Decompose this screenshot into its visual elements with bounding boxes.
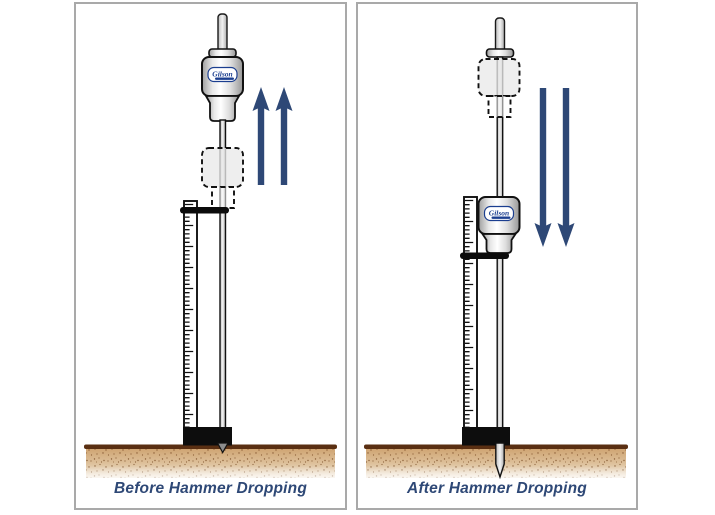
cone-tip <box>216 442 230 454</box>
gilson-logo-badge: Gilson <box>207 66 238 83</box>
before-caption: Before Hammer Dropping <box>113 480 307 497</box>
hammer-collar <box>208 48 237 58</box>
gilson-logo-text: Gilson <box>212 70 232 79</box>
before-panel: Gilson <box>74 2 347 510</box>
measuring-ruler <box>463 196 478 430</box>
after-apparatus-illustration: Gilson <box>364 17 628 480</box>
up-arrows-icon <box>252 87 293 185</box>
hammer-collar <box>485 48 515 58</box>
measuring-ruler <box>183 200 198 430</box>
after-caption: After Hammer Dropping <box>407 480 587 497</box>
ground <box>84 444 337 478</box>
hammer-raised: Gilson <box>201 56 244 122</box>
hammer-dropped: Gilson <box>477 196 521 254</box>
hammer-anvil <box>204 95 241 122</box>
down-arrows-icon <box>534 88 575 247</box>
hammer-phantom-outline <box>201 147 244 209</box>
cone-tip <box>495 442 505 480</box>
guide-rod <box>217 13 228 55</box>
hammer-anvil <box>480 233 518 254</box>
gilson-logo-badge: Gilson <box>483 205 515 222</box>
rod-clamp <box>460 252 509 259</box>
base-plate <box>183 427 232 446</box>
rod-clamp <box>180 207 229 214</box>
base-plate <box>462 427 510 446</box>
hammer-phantom-outline <box>477 58 521 118</box>
before-apparatus-illustration: Gilson <box>84 13 337 478</box>
gilson-logo-text: Gilson <box>489 209 509 218</box>
ground-surface-line <box>84 444 337 449</box>
after-panel: Gilson After Hammer Dropping <box>356 2 638 510</box>
